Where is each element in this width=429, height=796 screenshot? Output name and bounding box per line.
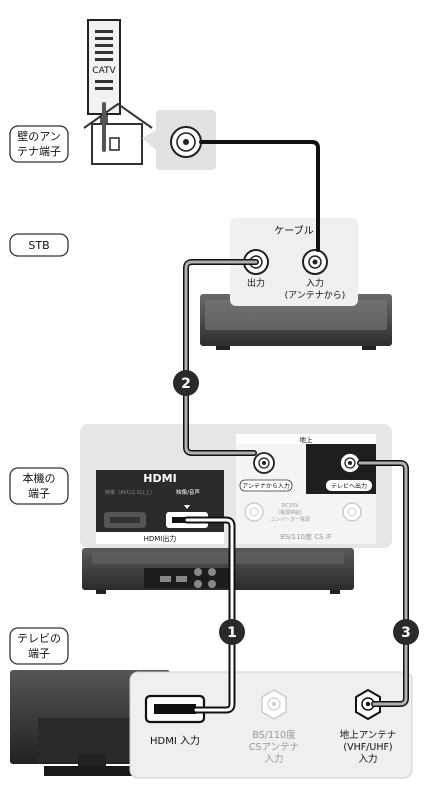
svg-text:地上アンテナ: 地上アンテナ [340, 729, 397, 741]
svg-text:(VHF/UHF): (VHF/UHF) [343, 742, 392, 753]
svg-text:端子: 端子 [28, 647, 50, 660]
svg-text:CSアンテナ: CSアンテナ [249, 742, 299, 753]
svg-text:2: 2 [181, 376, 191, 392]
svg-text:壁のアン: 壁のアン [17, 129, 61, 143]
svg-text:1: 1 [227, 625, 237, 641]
step-badge-1: 1 [219, 619, 245, 645]
svg-text:コンバーター電源: コンバーター電源 [270, 516, 310, 523]
svg-text:DC15V: DC15V [281, 503, 299, 509]
hdmi-logo: HDMI [143, 472, 176, 485]
tv-panel: HDMI 入力 BS/110度 CSアンテナ 入力 地上アンテナ (VHF/UH… [129, 671, 413, 779]
terrestrial-label: 地上 [300, 435, 314, 444]
label-device: 本機の 端子 [9, 467, 69, 505]
stb-box [200, 294, 392, 350]
cables [102, 102, 409, 714]
svg-text:映像（AVC/2.0以上）: 映像（AVC/2.0以上） [105, 489, 155, 496]
svg-text:3: 3 [401, 625, 411, 641]
svg-text:（電源供給）: （電源供給） [275, 509, 305, 516]
tv-hdmi-in-label: HDMI 入力 [150, 734, 200, 747]
hdmi-out-label: HDMI出力 [144, 534, 177, 543]
stb-panel: ケーブル 出力 入力 (アンテナから) [230, 218, 358, 306]
house-icon [83, 102, 153, 165]
device-box [82, 548, 354, 594]
from-antenna-label: アンテナから入力 [242, 482, 290, 490]
svg-text:端子: 端子 [28, 487, 50, 500]
tv-terrestrial-socket [355, 688, 381, 721]
svg-text:BS/110度: BS/110度 [252, 729, 296, 741]
cable-wall-to-stb [199, 140, 320, 252]
bs-cs-label: BS/110度 CS IF [280, 532, 332, 541]
wall-socket-callout [142, 110, 216, 170]
stb-out-label: 出力 [247, 277, 265, 289]
to-tv-label: テレビへ出力 [331, 482, 367, 490]
svg-text:テナ端子: テナ端子 [17, 145, 61, 158]
svg-text:(アンテナから): (アンテナから) [285, 290, 346, 301]
svg-text:入力: 入力 [264, 753, 283, 765]
stb-cable-label: ケーブル [274, 224, 313, 237]
svg-text:テレビの: テレビの [17, 632, 61, 645]
stb-in-label: 入力 [306, 277, 324, 289]
svg-text:映像/音声: 映像/音声 [176, 488, 200, 496]
label-wall-antenna: 壁のアン テナ端子 [9, 125, 69, 163]
tv-bs-socket [261, 689, 287, 720]
svg-text:STB: STB [28, 239, 49, 252]
catv-label: CATV [92, 66, 116, 76]
svg-text:入力: 入力 [358, 753, 377, 765]
svg-text:本機の: 本機の [23, 471, 56, 485]
label-stb: STB [9, 233, 69, 257]
label-tv: テレビの 端子 [9, 627, 69, 665]
step-badge-2: 2 [173, 370, 199, 396]
device-panel: HDMI 映像（AVC/2.0以上） 映像/音声 HDMI出力 地上 アンテナか… [80, 424, 392, 548]
step-badge-3: 3 [393, 619, 419, 645]
